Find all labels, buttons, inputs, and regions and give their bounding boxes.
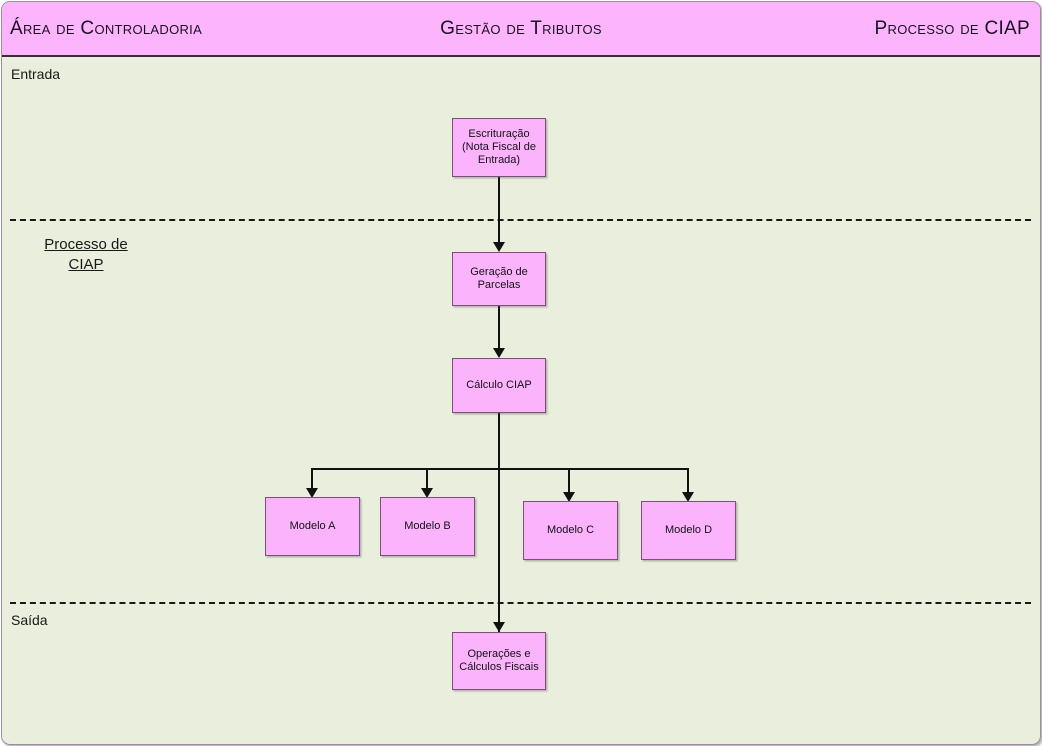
header-left-title: Área de Controladoria [10,18,203,39]
node-modelo-d[interactable]: Modelo D [641,501,736,560]
connector-branch-modelo-a [311,468,313,490]
connector-branch-modelo-b [426,468,428,490]
connector-branch-modelo-d [687,468,689,494]
arrowhead-calculo [493,348,505,358]
lane-label-saida: Saída [11,612,48,628]
lane-divider-processo-saida [10,602,1031,604]
lane-divider-entrada-processo [10,219,1031,221]
connector-geracao-calculo [498,306,500,348]
header-center-title: Gestão de Tributos [440,18,602,39]
node-geracao-parcelas[interactable]: Geração de Parcelas [452,252,546,306]
arrowhead-modelo-b [421,488,433,498]
node-escrituracao[interactable]: Escrituração (Nota Fiscal de Entrada) [452,118,546,177]
node-modelo-a[interactable]: Modelo A [265,497,360,556]
lane-label-entrada: Entrada [11,66,61,82]
arrowhead-modelo-d [682,492,694,502]
node-modelo-c[interactable]: Modelo C [523,501,618,560]
arrowhead-modelo-c [563,492,575,502]
arrowhead-operacoes [493,622,505,632]
node-calculo-ciap[interactable]: Cálculo CIAP [452,358,546,413]
connector-branch-bar [312,468,688,470]
node-operacoes-calculos-fiscais[interactable]: Operações e Cálculos Fiscais [452,632,546,690]
arrowhead-geracao [493,242,505,252]
node-modelo-b[interactable]: Modelo B [380,497,475,556]
connector-calculo-operacoes [498,413,500,632]
lane-label-processo-ciap: Processo de CIAP [44,236,128,273]
diagram-header: Área de Controladoria Gestão de Tributos… [2,2,1040,57]
arrowhead-modelo-a [306,488,318,498]
header-right-title: Processo de CIAP [874,18,1030,39]
connector-branch-modelo-c [568,468,570,494]
connector-escrituracao-geracao [498,177,500,242]
